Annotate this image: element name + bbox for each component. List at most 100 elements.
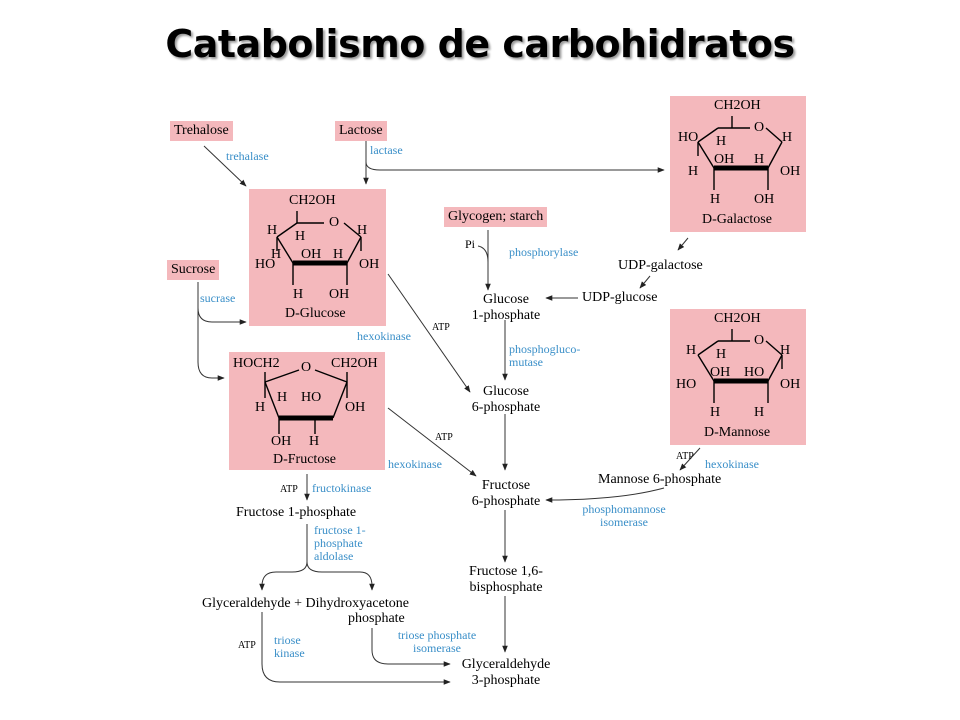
arrow-galactose-udpgal: [677, 237, 689, 251]
arrow-lactose-galactose: [365, 161, 665, 173]
enzyme-sucrase: sucrase: [200, 291, 236, 305]
mannose-structure: CH2OH O H H H HO OH HO OH H H D-Mannose: [670, 309, 806, 445]
mannose-h-bottom2: H: [754, 405, 765, 420]
mannose-ring: [697, 329, 783, 403]
fructose-ring: [264, 369, 348, 434]
mannose-name: D-Mannose: [704, 425, 771, 440]
glucose-6-phosphate: Glucose 6-phosphate: [471, 384, 541, 415]
mannose-h-right: H: [780, 343, 791, 358]
dhap-phosphate: phosphate: [348, 611, 405, 626]
glyceraldehyde-3-phosphate: Glyceraldehyde 3-phosphate: [461, 657, 551, 688]
atp-hexokinase-glucose: ATP: [432, 322, 450, 333]
mannose-ho-left: HO: [676, 377, 697, 392]
mannose-ho-mid: HO: [744, 365, 765, 380]
glycogen-starch-label: Glycogen; starch: [444, 207, 548, 227]
glucose-structure: CH2OH O H H H H HO OH H OH H OH D-Glucos…: [249, 189, 386, 326]
galactose-h-right: H: [782, 130, 793, 145]
fructose-oh-bottom: OH: [271, 434, 292, 449]
mannose-h-ring: H: [716, 347, 727, 362]
galactose-oh-mid: OH: [714, 152, 735, 167]
arrow-pi: [477, 245, 489, 263]
glucose-oh-right: OH: [359, 257, 380, 272]
mannose-h-bottom: H: [710, 405, 721, 420]
udp-glucose: UDP-glucose: [582, 290, 658, 305]
fructose-ring-oxygen: O: [301, 360, 312, 375]
enzyme-triose-kinase: triose kinase: [274, 633, 305, 660]
fructose-hoch2: HOCH2: [233, 356, 280, 371]
fructose-structure: HOCH2 O CH2OH H H HO OH OH H D-Fructose: [229, 352, 385, 470]
glucose-h-ring2: H: [333, 247, 344, 262]
fructose-h-left: H: [255, 400, 266, 415]
atp-triose-kinase: ATP: [238, 640, 256, 651]
arrow-fructose-fructose6p: [387, 407, 477, 477]
galactose-ho-upper: HO: [678, 130, 699, 145]
galactose-ring: [697, 116, 783, 190]
atp-fructokinase: ATP: [280, 484, 298, 495]
arrow-udpgal-udpglc: [639, 275, 651, 289]
enzyme-hexokinase-mannose: hexokinase: [705, 457, 759, 471]
enzyme-fructose-1-phosphate-aldolase: fructose 1- phosphate aldolase: [314, 523, 366, 563]
galactose-h-bottom: H: [710, 192, 721, 207]
glyceraldehyde-dihydroxyacetone: Glyceraldehyde + Dihydroxyacetone: [202, 596, 409, 611]
galactose-h-left: H: [688, 164, 699, 179]
glucose-h-mid: H: [271, 247, 282, 262]
sucrose-label: Sucrose: [167, 260, 220, 280]
glucose-h-ring: H: [295, 229, 306, 244]
galactose-h-mid: H: [754, 152, 765, 167]
fructose-h-mid: H: [277, 390, 288, 405]
arrow-dhap-ga3p: [371, 628, 451, 667]
udp-galactose: UDP-galactose: [618, 258, 703, 273]
enzyme-hexokinase-fructose: hexokinase: [388, 457, 442, 471]
fructose-h-bottom: H: [309, 434, 320, 449]
atp-hexokinase-mannose: ATP: [676, 451, 694, 462]
arrow-sucrose-fructose: [197, 300, 225, 381]
fructose-oh-right: OH: [345, 400, 366, 415]
arrow-fructose1p-split: [259, 524, 308, 591]
galactose-structure: CH2OH O HO H H H OH H OH H OH D-Galactos…: [670, 96, 806, 232]
galactose-ring-oxygen: O: [754, 120, 765, 135]
galactose-oh-right: OH: [780, 164, 801, 179]
arrow-mannose6p-fructose6p: [545, 487, 665, 503]
mannose-ring-oxygen: O: [754, 333, 765, 348]
page-title: Catabolismo de carbohidratos: [165, 22, 795, 66]
enzyme-hexokinase-glucose: hexokinase: [357, 329, 411, 343]
galactose-oh-bottom: OH: [754, 192, 775, 207]
fructose-name: D-Fructose: [273, 452, 336, 467]
enzyme-triose-phosphate-isomerase: triose phosphate isomerase: [397, 628, 477, 655]
enzyme-trehalase: trehalase: [226, 149, 269, 163]
galactose-name: D-Galactose: [702, 212, 772, 227]
fructose-ch2oh: CH2OH: [331, 356, 378, 371]
mannose-oh-right: OH: [780, 377, 801, 392]
cofactor-pi: Pi: [465, 237, 476, 251]
mannose-oh-mid: OH: [710, 365, 731, 380]
arrow-trehalose-glucose: [203, 145, 247, 187]
enzyme-phosphomannose-isomerase: phosphomannose isomerase: [582, 502, 666, 529]
glucose-ring-oxygen: O: [329, 215, 340, 230]
trehalose-label: Trehalose: [170, 121, 233, 141]
mannose-h-left: H: [686, 343, 697, 358]
mannose-6-phosphate: Mannose 6-phosphate: [598, 472, 722, 487]
fructose-6-phosphate: Fructose 6-phosphate: [471, 478, 541, 509]
glucose-name: D-Glucose: [285, 306, 346, 321]
arrow-ga-ga3p: [261, 612, 451, 685]
glucose-ho-left: HO: [255, 257, 276, 272]
enzyme-fructokinase: fructokinase: [312, 481, 372, 495]
glucose-h-bottom: H: [293, 287, 304, 302]
glucose-1-phosphate: Glucose 1-phosphate: [471, 292, 541, 323]
enzyme-phosphorylase: phosphorylase: [509, 245, 579, 259]
lactose-label: Lactose: [335, 121, 387, 141]
glucose-oh-mid: OH: [301, 247, 322, 262]
glucose-ring: [276, 211, 362, 285]
mannose-ch2oh: CH2OH: [714, 311, 761, 326]
arrow-mannose-mannose6p: [679, 447, 701, 471]
atp-hexokinase-fructose: ATP: [435, 432, 453, 443]
glucose-oh-bottom: OH: [329, 287, 350, 302]
arrow-glucose-glucose6p: [387, 273, 471, 393]
fructose-1-phosphate: Fructose 1-phosphate: [236, 505, 357, 520]
fructose-ho-mid: HO: [301, 390, 322, 405]
arrow-fructose1p-dhap: [306, 561, 375, 591]
galactose-h-ring: H: [716, 134, 727, 149]
galactose-ch2oh: CH2OH: [714, 98, 761, 113]
glucose-h-right: H: [357, 223, 368, 238]
